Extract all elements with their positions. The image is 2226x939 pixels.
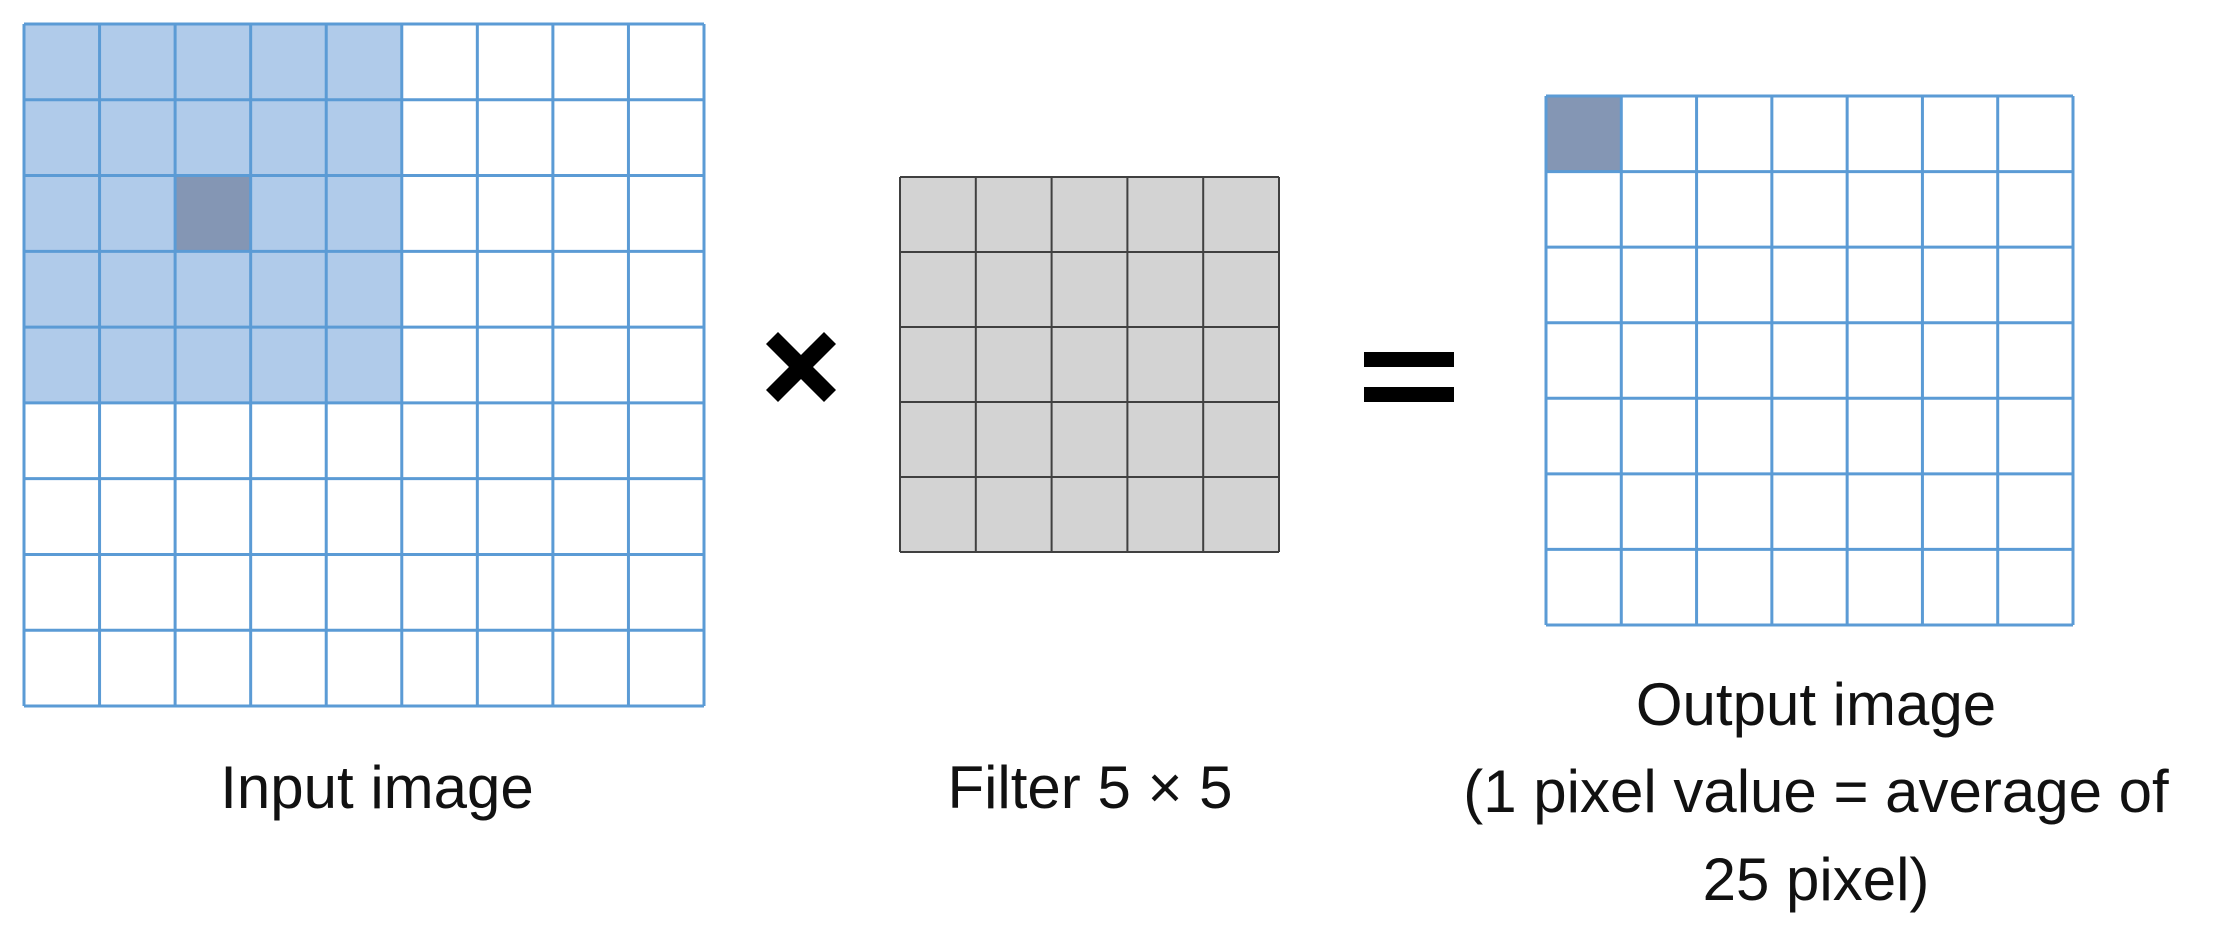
output-pixel xyxy=(1546,96,1622,172)
center-pixel xyxy=(175,175,251,252)
output-image-description-line2: 25 pixel) xyxy=(1703,846,1930,913)
equals-operator: = xyxy=(1364,352,1454,402)
input-image-grid xyxy=(22,22,706,708)
output-image-description-line1: (1 pixel value = average of xyxy=(1463,758,2169,825)
filter-label: Filter 5 × 5 xyxy=(947,754,1232,821)
output-image-grid xyxy=(1544,94,2075,627)
filter-grid xyxy=(899,176,1280,553)
multiply-operator: × xyxy=(765,331,837,403)
input-image-label: Input image xyxy=(220,754,534,821)
grid-background xyxy=(900,177,1279,552)
output-image-label: Output image xyxy=(1636,671,1996,738)
grid-background xyxy=(1546,96,2073,625)
